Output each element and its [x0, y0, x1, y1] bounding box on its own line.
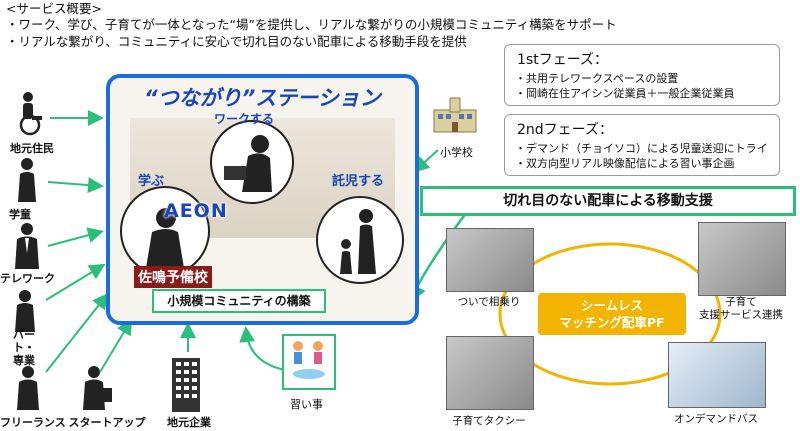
ride-along-photo	[446, 228, 534, 292]
tsunagari-station: “つながり”ステーション ワークする 学ぶ 託児する AEON 佐鳴予備校 小規…	[106, 74, 419, 325]
childcare-support-label: 子育て 支援サービス連携	[688, 296, 794, 322]
people-label-gakudo: 学童	[9, 208, 31, 221]
community-box: 小規模コミュニティの構築	[152, 289, 326, 313]
ride-along-label: ついで相乗り	[457, 296, 521, 308]
study-child-icon	[146, 208, 184, 268]
ondemand-bus-label: オンデマンドバス	[674, 413, 758, 425]
phase-2-item-1: ・デマンド（チョイソコ）による児童送迎にトライ	[515, 142, 768, 155]
phase-2-box: 2ndフェーズ： ・デマンド（チョイソコ）による児童送迎にトライ ・双方向型リア…	[504, 114, 780, 176]
label-work: ワークする	[214, 112, 275, 126]
people-label-local-company: 地元企業	[167, 416, 211, 429]
childcare-support-label-1: 子育て	[725, 296, 757, 308]
parttime-person-icon	[15, 290, 35, 332]
label-learn: 学ぶ	[138, 174, 165, 189]
seamless-line-1: シームレス	[580, 298, 644, 313]
people-label-parttime: パート・ 専業	[13, 328, 35, 367]
work-person-icon	[224, 135, 272, 192]
phase-2-item-2: ・双方向型リアル映像配信による習い事企画	[515, 157, 735, 170]
people-label-startup: スタートアップ	[68, 416, 146, 429]
childcare-circle	[316, 196, 404, 284]
phase-2-title: 2ndフェーズ：	[517, 122, 613, 138]
child-person-icon	[18, 158, 36, 202]
childcare-support-label-2: 支援サービス連携	[699, 309, 783, 321]
phase-1-title: 1stフェーズ：	[517, 52, 608, 68]
school-label: 小学校	[440, 146, 473, 159]
childcare-support-photo	[698, 222, 786, 296]
aeon-logo: AEON	[164, 200, 228, 222]
learn-circle	[120, 186, 210, 276]
parent-child-icon	[340, 209, 376, 274]
people-label-telework: テレワーク	[0, 272, 55, 285]
label-childcare: 託児する	[332, 174, 385, 189]
people-label-freelance: フリーランス	[0, 416, 66, 429]
wheelchair-person-icon	[19, 92, 42, 136]
mobility-support-banner: 切れ目のない配車による移動支援	[420, 186, 796, 216]
work-circle	[210, 120, 294, 204]
lessons-box	[282, 334, 336, 390]
people-label-residents: 地元住民	[10, 142, 54, 155]
building-icon	[172, 358, 200, 412]
startup-person-icon	[83, 366, 112, 410]
summary-line-1: ・ワーク、学び、子育てが一体となった“場”を提供し、リアルな繋がりの小規模コミュ…	[6, 17, 617, 32]
freelance-person-icon	[17, 366, 39, 410]
yobiko-logo: 佐鳴予備校	[134, 266, 212, 288]
summary-heading: <サービス概要>	[6, 1, 102, 16]
phase-1-item-2: ・岡崎在住アイシン従業員＋一般企業従業員	[515, 87, 735, 100]
ondemand-bus-photo	[668, 342, 766, 408]
phase-1-item-1: ・共用テレワークスペースの設置	[515, 72, 679, 85]
lessons-illustration-icon	[293, 341, 325, 379]
kosodate-taxi-photo	[446, 336, 534, 410]
seamless-matching-pf: シームレス マッチング配車PF	[538, 293, 686, 335]
summary-line-2: ・リアルな繋がり、コミュニティに安心で切れ目のない配車による移動手段を提供	[6, 34, 467, 49]
station-title: “つながり”ステーション	[144, 86, 381, 110]
kosodate-taxi-label: 子育てタクシー	[452, 415, 526, 427]
phase-1-box: 1stフェーズ： ・共用テレワークスペースの設置 ・岡崎在住アイシン従業員＋一般…	[504, 44, 780, 106]
seamless-line-2: マッチング配車PF	[559, 315, 665, 330]
lessons-label: 習い事	[290, 398, 323, 411]
school-building-icon	[433, 97, 477, 133]
telework-person-icon	[15, 223, 39, 269]
